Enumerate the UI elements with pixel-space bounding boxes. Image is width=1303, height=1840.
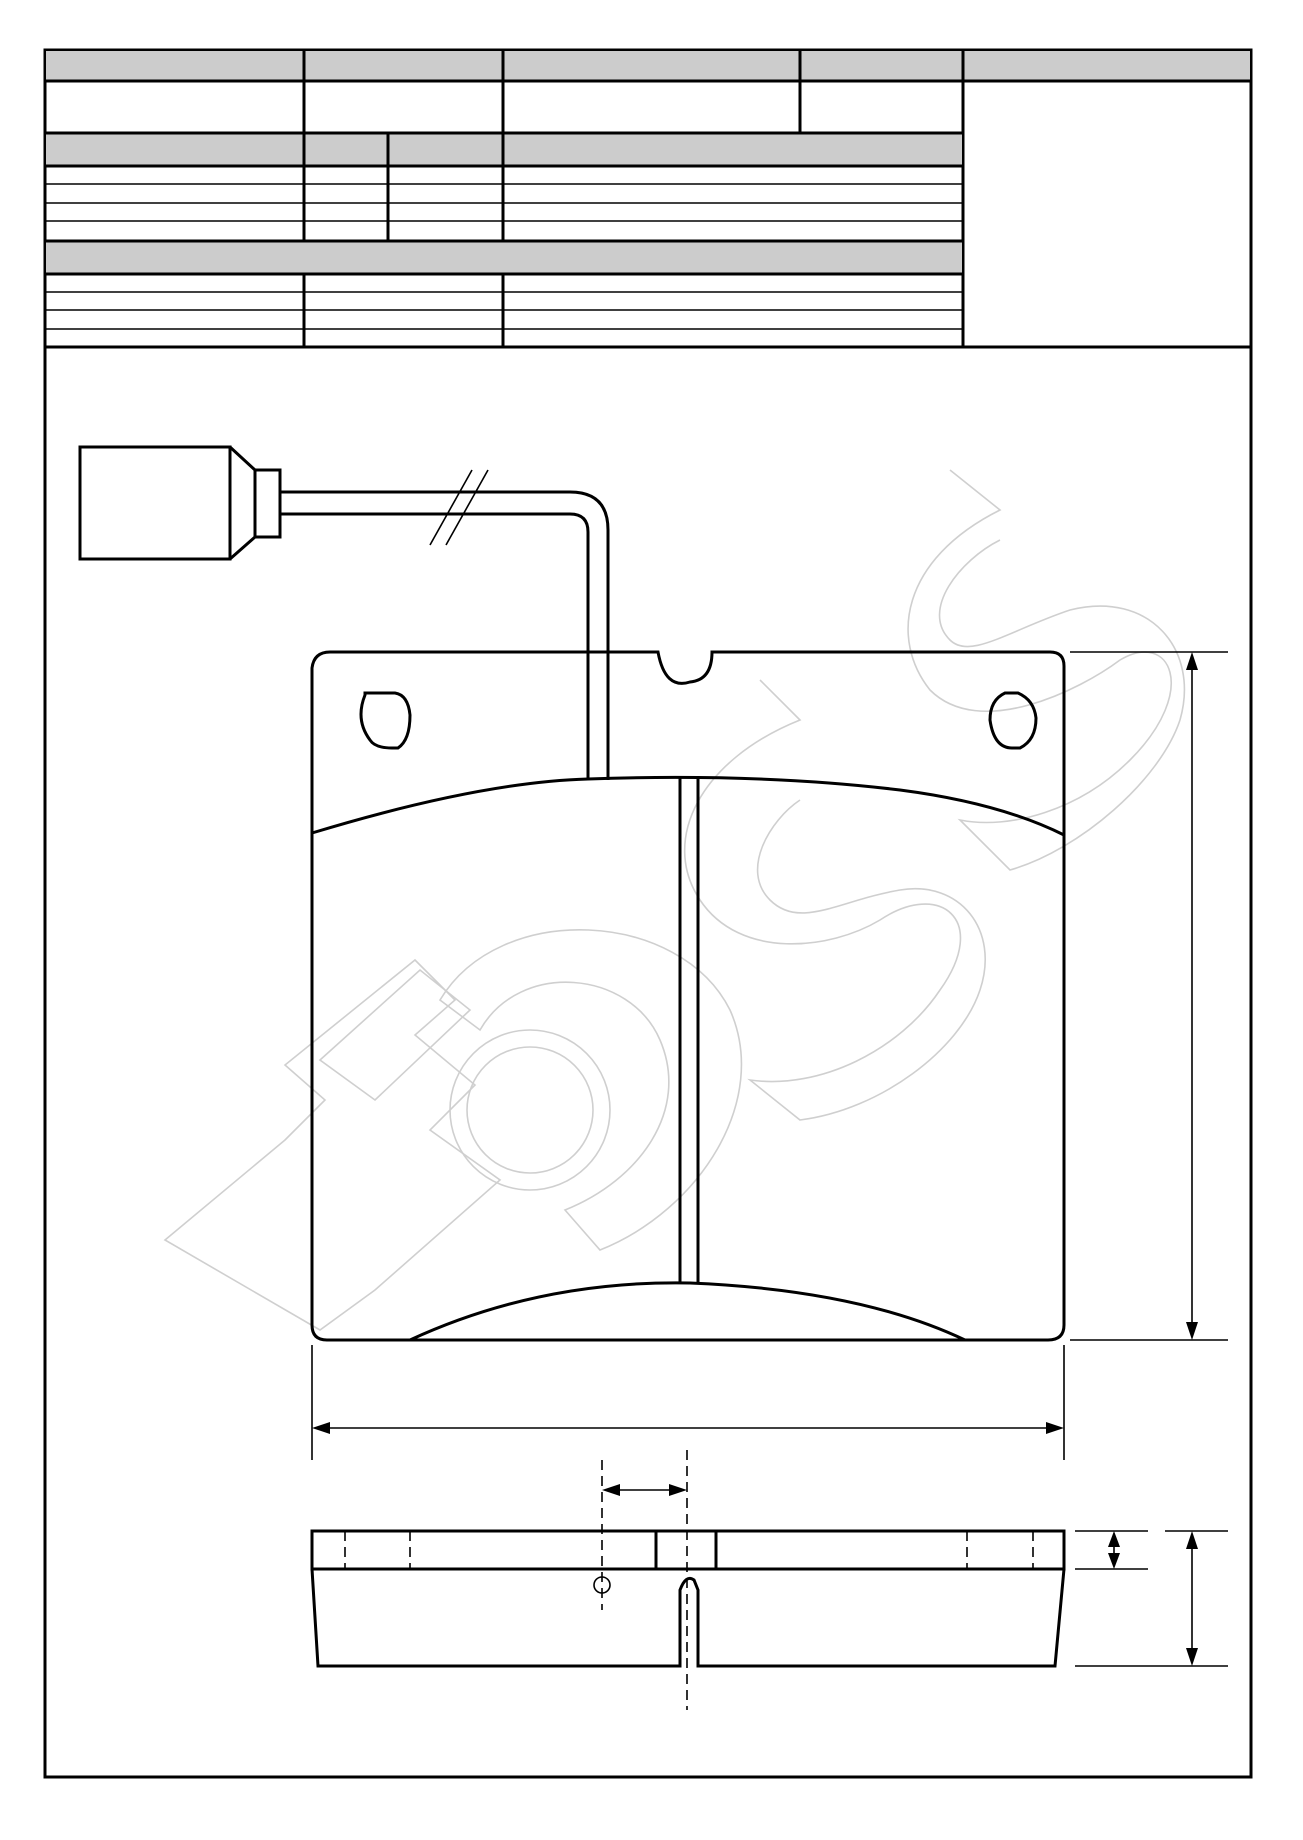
side-backplate: [310, 1529, 1066, 1571]
section-b-header: [46, 242, 962, 273]
arrow-head-icon: [1186, 652, 1198, 670]
cable-break-mark: [429, 469, 473, 546]
brake-pad-side-view: [310, 1450, 1228, 1710]
arrow-head-icon: [1186, 1531, 1198, 1549]
side-friction-material: [310, 1568, 1066, 1668]
mounting-hole-right: [988, 691, 1038, 750]
arrow-head-icon: [669, 1484, 687, 1496]
title-block-table: [45, 50, 1251, 349]
sensor-plug: [253, 468, 282, 539]
wear-sensor: [78, 445, 610, 780]
table-header-row: [46, 51, 1250, 80]
arrow-head-icon: [1108, 1553, 1120, 1569]
arrow-head-icon: [1046, 1422, 1064, 1434]
arrow-head-icon: [1186, 1648, 1198, 1666]
arrow-head-icon: [1108, 1531, 1120, 1547]
mounting-hole-left: [359, 691, 412, 750]
friction-material-bottom-edge: [409, 1281, 966, 1342]
sensor-connector-body: [78, 445, 232, 561]
arrow-head-icon: [602, 1484, 620, 1496]
watermark-logo: [163, 469, 1186, 1331]
backplate-outline: [310, 650, 1066, 1342]
dimension-lines: [311, 651, 1228, 1460]
sheet-frame: [43, 48, 1253, 1779]
sensor-cable: [280, 490, 610, 780]
brake-pad-front-view: [310, 650, 1066, 1342]
arrow-head-icon: [312, 1422, 330, 1434]
friction-material-top-edge: [311, 775, 1065, 837]
arrow-head-icon: [1186, 1322, 1198, 1340]
